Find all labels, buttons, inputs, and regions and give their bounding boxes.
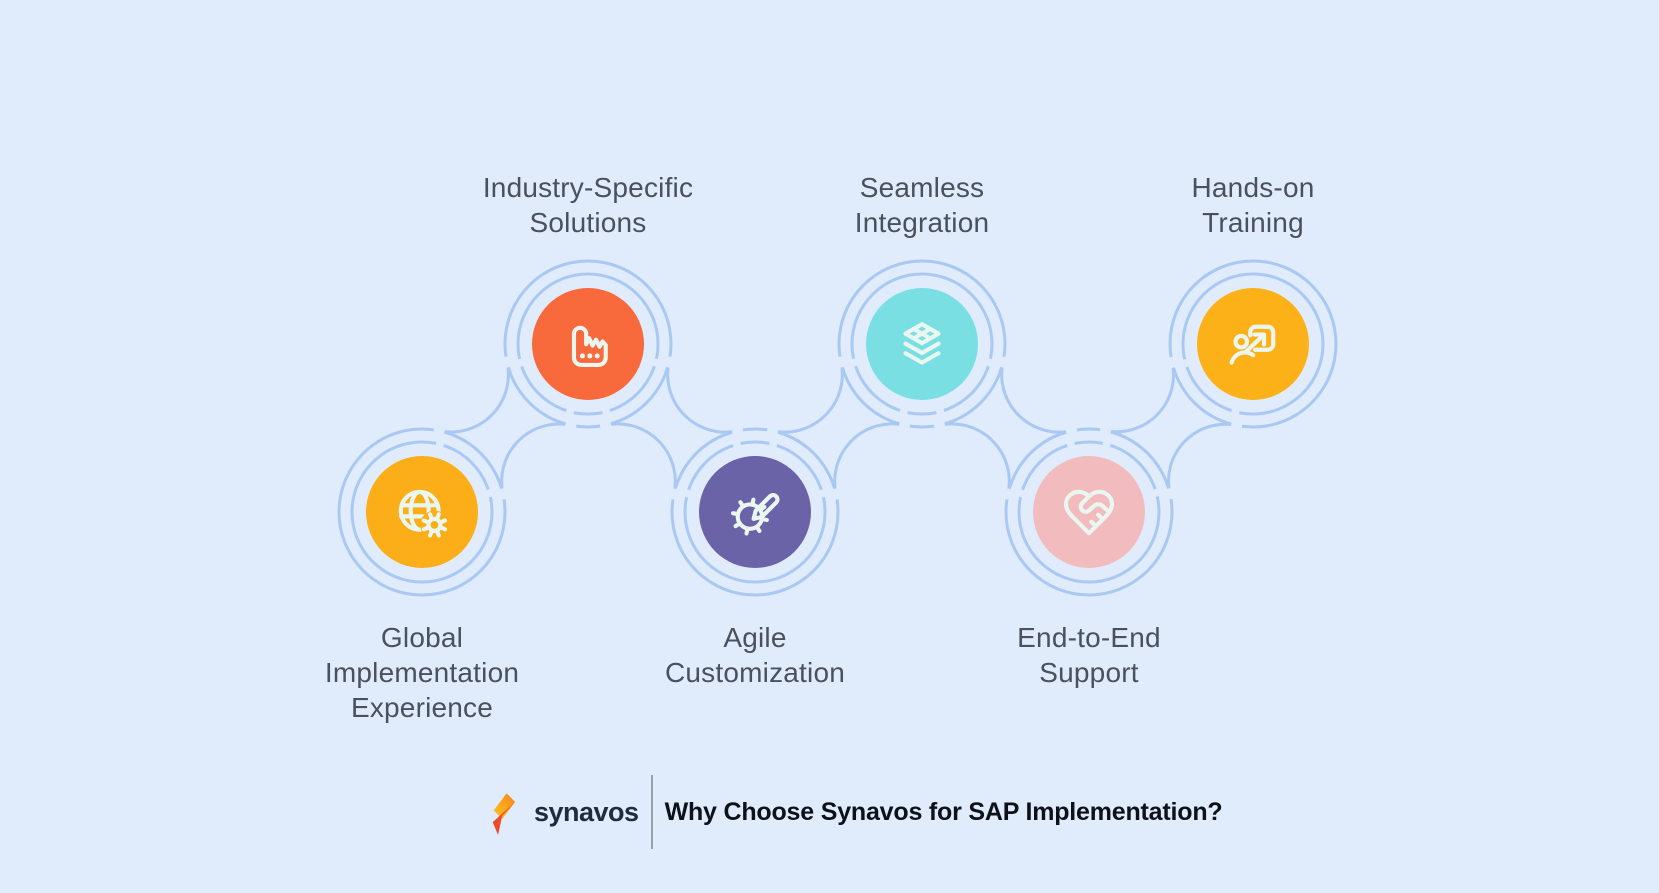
node-rings-industry-specific-solutions	[503, 259, 673, 429]
node-label-global-implementation-experience: Global Implementation Experience	[324, 622, 520, 723]
node-label-seamless-integration: Seamless Integration	[854, 172, 990, 238]
heart-handshake-icon	[1063, 489, 1115, 536]
node-global-implementation-experience	[366, 456, 478, 568]
gear-pencil-icon	[730, 493, 780, 536]
brand-wordmark: synavos	[534, 796, 639, 827]
layers-icon	[903, 322, 941, 365]
node-rings-end-to-end-support	[1004, 427, 1174, 597]
node-rings-agile-customization	[670, 427, 840, 597]
person-arrow-icon	[1229, 324, 1276, 365]
node-label-agile-customization: Agile Customization	[664, 622, 846, 688]
node-rings-global-implementation-experience	[337, 427, 507, 597]
footer-bar: synavos Why Choose Synavos for SAP Imple…	[489, 772, 1223, 852]
footer-divider	[650, 775, 653, 849]
node-seamless-integration	[866, 288, 978, 400]
node-rings-seamless-integration	[837, 259, 1007, 429]
node-label-hands-on-training: Hands-on Training	[1191, 172, 1315, 238]
node-label-industry-specific-solutions: Industry-Specific Solutions	[482, 172, 694, 238]
node-industry-specific-solutions	[532, 288, 644, 400]
globe-gear-icon	[398, 489, 449, 540]
page-title: Why Choose Synavos for SAP Implementatio…	[664, 797, 1223, 826]
factory-icon	[571, 325, 608, 367]
node-hands-on-training	[1197, 288, 1309, 400]
node-end-to-end-support	[1033, 456, 1145, 568]
node-rings-hands-on-training	[1168, 259, 1338, 429]
node-circle	[366, 456, 478, 568]
node-label-end-to-end-support: End-to-End Support	[1017, 622, 1161, 688]
node-agile-customization	[699, 456, 811, 568]
synavos-logo-icon	[492, 793, 516, 835]
